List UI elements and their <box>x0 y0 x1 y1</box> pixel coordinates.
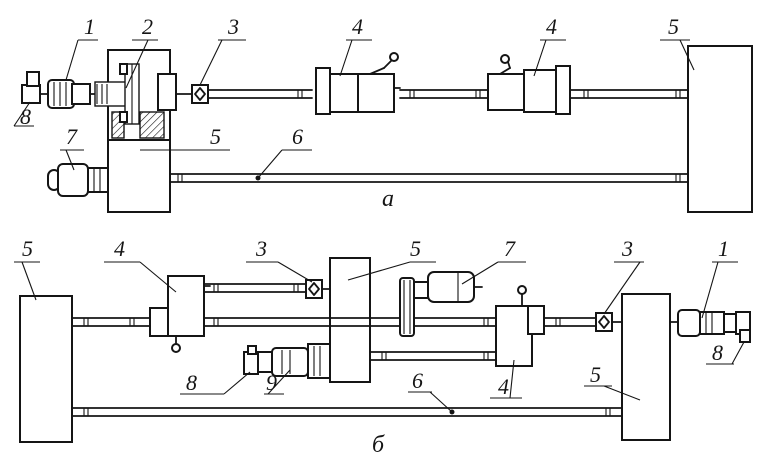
caption-a: а <box>382 186 394 212</box>
gearbox-2-a <box>94 49 193 143</box>
label-7-a: 7 <box>66 124 78 149</box>
label-1-b: 1 <box>718 236 729 261</box>
label-8-b-right: 8 <box>712 340 723 365</box>
clutch-4-a-right <box>487 54 571 115</box>
label-4-b-left: 4 <box>114 236 125 261</box>
clutch-4-a-left <box>315 52 401 115</box>
coupling-3-b-left <box>305 279 331 299</box>
caption-b: б <box>372 432 385 458</box>
leaders-a <box>13 39 695 179</box>
motor-1-b <box>669 309 751 343</box>
clutch-4-b-left <box>149 275 211 353</box>
label-1-a: 1 <box>84 14 95 39</box>
label-3-b-left: 3 <box>255 236 267 261</box>
label-6-b: 6 <box>412 368 423 393</box>
panel-a: 1 2 3 4 4 5 5 6 7 8 а <box>13 14 753 213</box>
leaders-b <box>14 261 745 413</box>
label-3-b-right: 3 <box>621 236 633 261</box>
brake-8-a <box>21 71 49 104</box>
motor-9-b <box>243 343 331 379</box>
clutch-4-b-right <box>495 285 545 367</box>
motor-7-a <box>47 163 109 197</box>
label-8-a: 8 <box>20 104 31 129</box>
label-2-a: 2 <box>142 14 153 39</box>
panel-b: 5 4 3 5 7 3 1 8 9 6 4 5 8 б <box>14 236 751 458</box>
shafts-b <box>71 283 623 417</box>
motor-1-a <box>47 79 101 109</box>
label-4-a-right: 4 <box>546 14 557 39</box>
housing-5-b-mid <box>329 257 371 383</box>
shaft-6-a <box>169 173 689 183</box>
label-8-b-left: 8 <box>186 370 197 395</box>
label-9-b: 9 <box>266 370 277 395</box>
label-5-b-right: 5 <box>590 362 601 387</box>
label-3-a: 3 <box>227 14 239 39</box>
housing-5-a-right <box>687 45 753 213</box>
label-4-a-left: 4 <box>352 14 363 39</box>
label-5-b-left: 5 <box>22 236 33 261</box>
housing-5-b-left <box>19 295 73 443</box>
label-6-a: 6 <box>292 124 303 149</box>
coupling-3-b-right <box>595 312 623 332</box>
housing-5-b-right <box>621 293 671 441</box>
housing-5-a-left <box>107 139 171 213</box>
label-5-a-right: 5 <box>668 14 679 39</box>
label-7-b: 7 <box>504 236 516 261</box>
coupling-3-a <box>191 84 209 104</box>
motor-7-b <box>399 271 483 337</box>
label-4-b-right: 4 <box>498 374 509 399</box>
label-5-b-mid: 5 <box>410 236 421 261</box>
label-5-a-left: 5 <box>210 124 221 149</box>
top-shaft-a <box>207 89 689 99</box>
